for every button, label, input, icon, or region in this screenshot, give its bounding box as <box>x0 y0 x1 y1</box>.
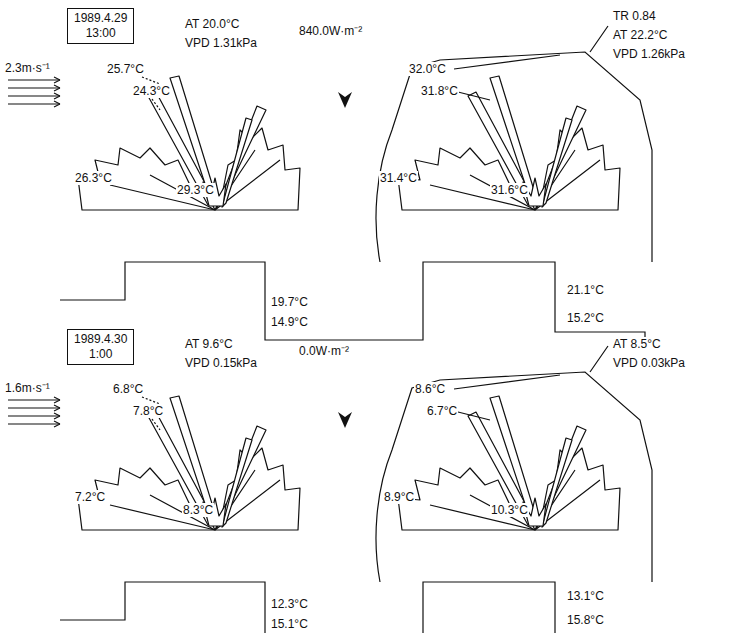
measurement-label: 7.2°C <box>74 490 106 504</box>
measurement-label: 21.1°C <box>566 283 605 297</box>
measurement-label: 13.1°C <box>566 589 605 603</box>
measurement-label: 24.3°C <box>132 84 171 98</box>
date-text: 1989.4.29 <box>74 11 127 26</box>
measurement-label: 31.4°C <box>379 171 418 185</box>
measurement-label: 15.2°C <box>566 311 605 325</box>
measurement-label: 840.0W·m⁻² <box>298 24 363 38</box>
measurement-label: 7.8°C <box>132 404 164 418</box>
measurement-label: 1.6m·s⁻¹ <box>4 381 51 395</box>
measurement-label: 6.7°C <box>426 404 458 418</box>
measurement-label: VPD 0.15kPa <box>184 356 258 370</box>
measurement-label: 15.1°C <box>270 617 309 631</box>
measurement-label: 2.3m·s⁻¹ <box>4 61 51 75</box>
measurement-label: 19.7°C <box>270 295 309 309</box>
measurement-label: 8.6°C <box>414 382 446 396</box>
date-box: 1989.4.2913:00 <box>67 8 134 44</box>
measurement-label: 6.8°C <box>112 382 144 396</box>
measurement-label: 31.6°C <box>490 183 529 197</box>
measurement-label: AT 9.6°C <box>184 337 234 351</box>
measurement-label: 14.9°C <box>270 315 309 329</box>
measurement-label: TR 0.84 <box>612 9 657 23</box>
date-text: 1:00 <box>74 347 127 362</box>
measurement-label: 29.3°C <box>176 183 215 197</box>
measurement-label: 0.0W·m⁻² <box>298 344 350 358</box>
date-text: 1989.4.30 <box>74 332 127 347</box>
measurement-label: VPD 0.03kPa <box>612 356 686 370</box>
measurement-label: 12.3°C <box>270 597 309 611</box>
measurement-label: AT 8.5°C <box>612 337 662 351</box>
measurement-label: 15.8°C <box>566 613 605 627</box>
date-text: 13:00 <box>74 26 127 41</box>
measurement-label: AT 20.0°C <box>184 17 240 31</box>
measurement-label: 31.8°C <box>420 84 459 98</box>
measurement-label: VPD 1.31kPa <box>184 36 258 50</box>
measurement-label: VPD 1.26kPa <box>612 47 686 61</box>
date-box: 1989.4.301:00 <box>67 329 134 365</box>
measurement-label: 25.7°C <box>106 62 145 76</box>
measurement-label: 26.3°C <box>74 171 113 185</box>
measurement-label: 32.0°C <box>408 62 447 76</box>
measurement-label: 8.9°C <box>383 490 415 504</box>
measurement-label: 10.3°C <box>490 503 529 517</box>
measurement-label: 8.3°C <box>182 503 214 517</box>
measurement-label: AT 22.2°C <box>612 28 668 42</box>
